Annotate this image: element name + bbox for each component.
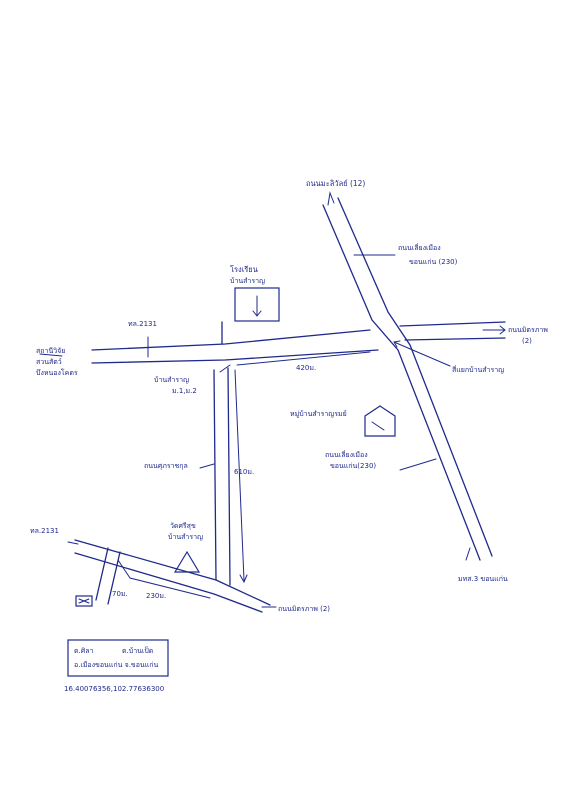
label-hwy2-east: ถนนมิตรภาพ — [508, 326, 548, 334]
address-box — [67, 639, 169, 677]
label-west-1: สถานีวิจัย — [36, 347, 65, 355]
label-hwy2-south: ถนนมิตรภาพ (2) — [278, 605, 330, 613]
label-address-1b: ต.บ้านเป็ด — [122, 646, 153, 655]
label-address-1: ต.ศิลา — [74, 647, 94, 655]
label-distance-610: 610ม. — [234, 468, 254, 476]
label-school: โรงเรียน — [230, 265, 258, 274]
label-distance-420: 420ม. — [296, 364, 316, 372]
destination-marker-icon — [75, 595, 93, 607]
label-west-3: บึงหนองโคตร — [36, 368, 78, 377]
label-hwy12: ถนนมะลิวัลย์ (12) — [306, 179, 365, 188]
label-junction: สี่แยกบ้านสำราญ — [452, 365, 504, 374]
label-road-2131-left: ทล.2131 — [30, 527, 59, 535]
highway-12-diagonal-road — [322, 197, 493, 561]
label-temple: วัดศรีสุข — [170, 522, 196, 530]
sukhumaraj-road — [213, 367, 231, 586]
lower-road — [74, 539, 271, 613]
label-road-2131-top: ทล.2131 — [128, 320, 157, 328]
label-village-moo: ม.1,ม.2 — [172, 387, 197, 395]
temple-icon — [173, 550, 201, 573]
label-village: บ้านสำราญ — [154, 376, 189, 384]
west-east-road — [91, 329, 379, 364]
label-distance-70: 70ม. — [112, 590, 128, 598]
label-distance-230: 230ม. — [146, 592, 166, 600]
house-icon — [364, 405, 396, 437]
direction-arrows — [39, 191, 506, 608]
label-sukhumaraj: ถนนศุภราชกุล — [144, 462, 188, 470]
label-ring-se2: ขอนแก่น(230) — [330, 462, 376, 470]
label-ring-se: ถนนเลี่ยงเมือง — [325, 450, 368, 459]
label-hwy2-east-num: (2) — [522, 337, 532, 345]
school-building — [234, 287, 280, 322]
label-west-2: สวนสัตว์ — [36, 358, 62, 366]
label-ring-ne: ถนนเลี่ยงเมือง — [398, 243, 441, 252]
label-house-village: หมู่บ้านสำราญรมย์ — [290, 410, 347, 418]
label-school-village: บ้านสำราญ — [230, 277, 265, 285]
label-temple-village: บ้านสำราญ — [168, 533, 203, 541]
school-pointer-arrow — [252, 295, 262, 317]
label-coordinates: 16.40076356,102.77636300 — [64, 685, 164, 693]
label-ring-ne2: ขอนแก่น (230) — [409, 258, 458, 266]
label-address-2: อ.เมืองขอนแก่น จ.ขอนแก่น — [74, 661, 158, 669]
east-road — [399, 321, 506, 341]
label-vs3: มทส.3 ขอนแก่น — [458, 575, 508, 583]
